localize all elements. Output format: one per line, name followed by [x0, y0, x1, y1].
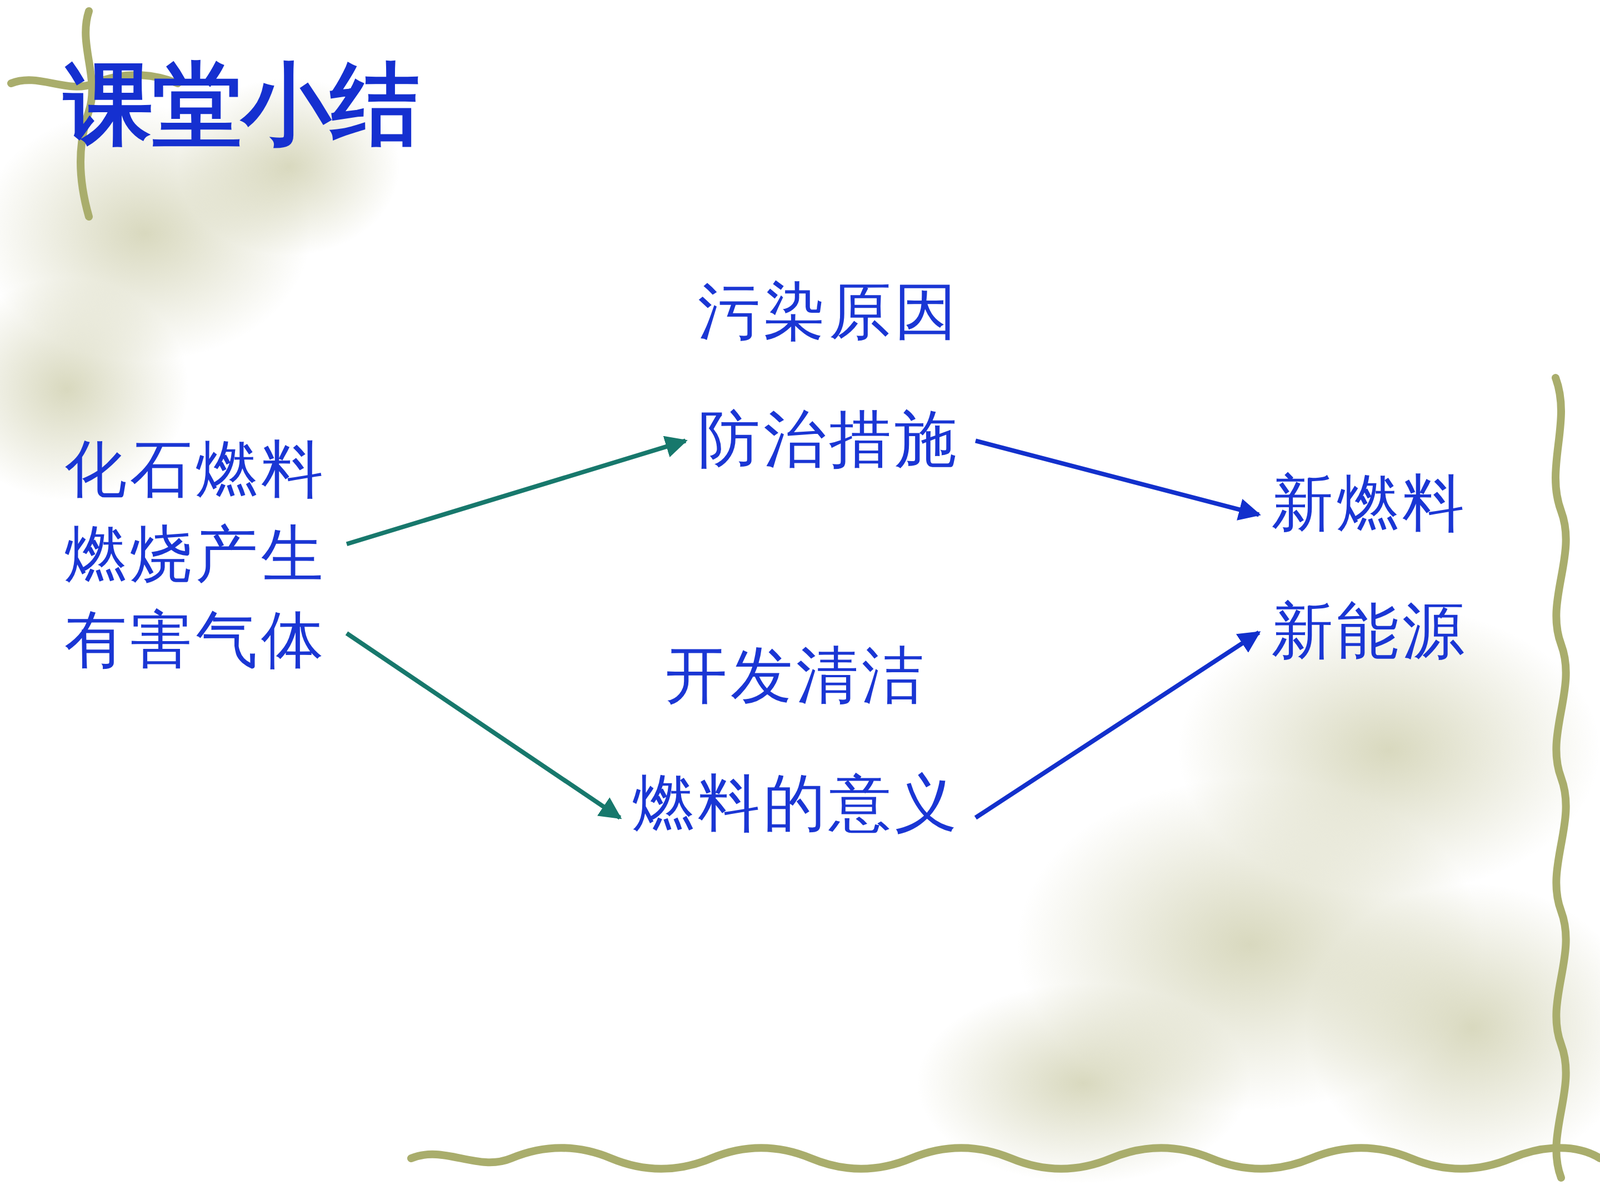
node-label: 开发清洁 燃料的意义	[632, 611, 960, 867]
slide-title: 课堂小结	[63, 55, 420, 154]
node-label: 污染原因 防治措施	[697, 247, 960, 503]
arrow-connector	[346, 440, 686, 544]
text-node: 污染原因 防治措施	[693, 244, 965, 507]
text-node: 新燃料 新能源	[1266, 436, 1473, 698]
flower-shadow	[0, 77, 1600, 1184]
arrow-connector	[346, 633, 620, 818]
arrow-connector	[975, 440, 1259, 515]
node-label: 化石燃料 燃烧产生 有害气体	[64, 426, 327, 683]
text-node: 开发清洁 燃料的意义	[627, 608, 965, 870]
text-node: 化石燃料 燃烧产生 有害气体	[60, 423, 332, 686]
node-label: 新燃料 新能源	[1271, 439, 1468, 695]
arrow-connector	[975, 632, 1259, 818]
vine-border	[11, 11, 1600, 1178]
